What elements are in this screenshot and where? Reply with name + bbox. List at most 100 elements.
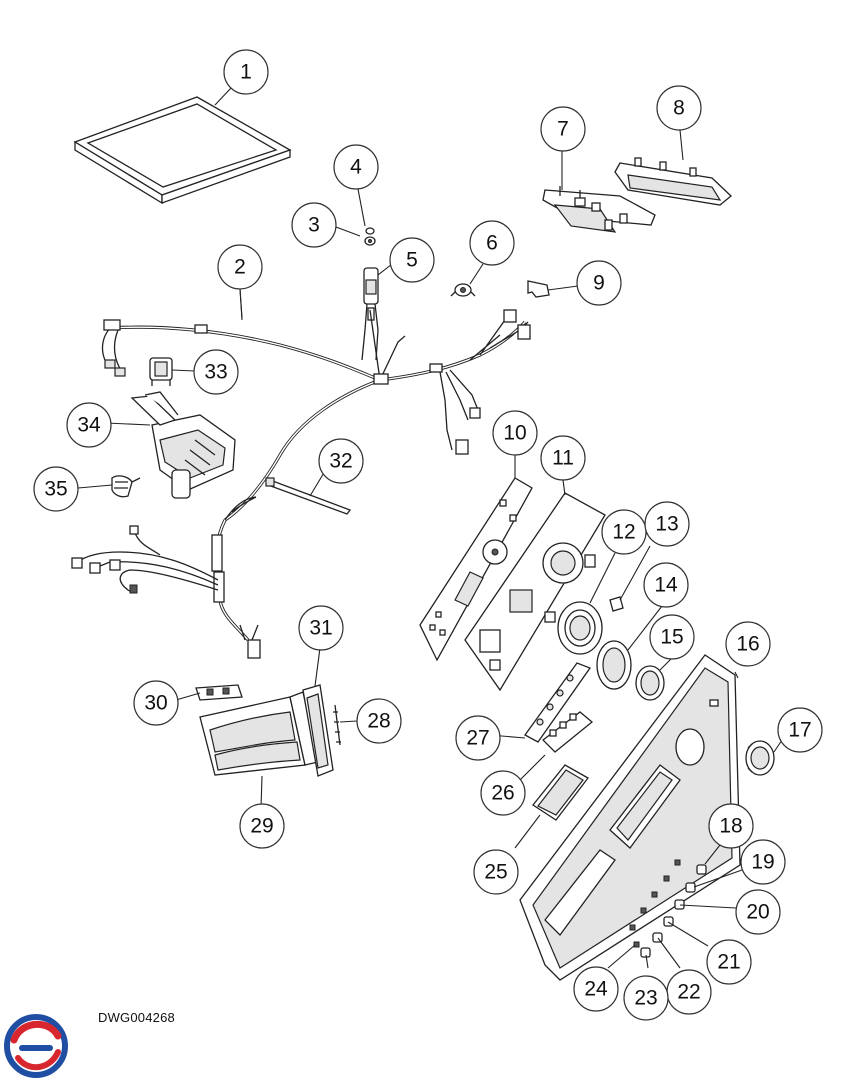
part-32-cable-tie — [265, 477, 352, 515]
svg-text:10: 10 — [503, 422, 526, 445]
callout-19: 19 — [740, 839, 786, 885]
callout-35: 35 — [33, 466, 79, 512]
callout-1: 1 — [223, 49, 269, 95]
svg-text:26: 26 — [491, 782, 514, 805]
part-31-drawer-front — [302, 684, 334, 777]
callout-28: 28 — [356, 698, 402, 744]
callout-7: 7 — [540, 106, 586, 152]
callout-14: 14 — [643, 562, 689, 608]
svg-text:6: 6 — [486, 232, 498, 255]
callout-27: 27 — [455, 715, 501, 761]
part-33-connector — [149, 357, 173, 386]
svg-text:5: 5 — [406, 249, 418, 272]
svg-text:24: 24 — [584, 978, 608, 1001]
svg-text:3: 3 — [308, 214, 320, 237]
leader-lines — [77, 87, 783, 969]
callout-5: 5 — [389, 237, 435, 283]
svg-text:17: 17 — [788, 719, 811, 742]
svg-text:28: 28 — [367, 710, 390, 733]
svg-text:21: 21 — [717, 951, 740, 974]
part-28-spring — [333, 704, 341, 746]
svg-text:33: 33 — [204, 361, 227, 384]
svg-text:14: 14 — [654, 574, 678, 597]
part-27-button-strip — [524, 662, 592, 743]
svg-text:25: 25 — [484, 861, 507, 884]
part-3-4-washers — [364, 227, 376, 246]
svg-text:31: 31 — [309, 617, 332, 640]
part-1-top-cover — [73, 96, 292, 205]
svg-text:30: 30 — [144, 692, 167, 715]
callout-24: 24 — [573, 966, 619, 1012]
callout-18: 18 — [708, 803, 754, 849]
part-5-sensor — [361, 267, 379, 361]
callout-21: 21 — [706, 939, 752, 985]
callout-4: 4 — [333, 144, 379, 190]
callout-34: 34 — [66, 402, 112, 448]
callout-23: 23 — [623, 975, 669, 1021]
svg-text:2: 2 — [234, 256, 246, 279]
part-30-latch — [195, 684, 243, 701]
svg-text:13: 13 — [655, 513, 678, 536]
svg-text:1: 1 — [240, 61, 252, 84]
svg-text:11: 11 — [552, 447, 574, 470]
svg-text:29: 29 — [250, 815, 273, 838]
svg-text:35: 35 — [44, 478, 67, 501]
callout-3: 3 — [291, 202, 337, 248]
callout-30: 30 — [133, 680, 179, 726]
callout-22: 22 — [666, 969, 712, 1015]
part-11-board-assembly — [464, 492, 606, 692]
callout-12: 12 — [601, 509, 647, 555]
callout-16: 16 — [725, 621, 771, 667]
callout-25: 25 — [473, 849, 519, 895]
part-16-control-panel — [519, 654, 741, 981]
svg-text:8: 8 — [673, 97, 685, 120]
callout-31: 31 — [298, 605, 344, 651]
svg-text:15: 15 — [660, 626, 683, 649]
part-9-connector — [527, 280, 550, 298]
parts-18-24-buttons — [629, 859, 707, 958]
svg-text:18: 18 — [719, 815, 742, 838]
svg-text:20: 20 — [746, 901, 769, 924]
callout-26: 26 — [480, 770, 526, 816]
part-13-chip — [609, 596, 624, 612]
part-6-clip — [450, 283, 476, 297]
svg-text:4: 4 — [350, 156, 362, 179]
callout-15: 15 — [649, 614, 695, 660]
part-29-dispenser-drawer — [199, 691, 319, 776]
svg-text:16: 16 — [736, 633, 759, 656]
svg-text:7: 7 — [557, 118, 569, 141]
svg-text:34: 34 — [77, 414, 101, 437]
part-10-control-board — [419, 477, 533, 662]
part-34-pump — [130, 391, 236, 499]
svg-text:32: 32 — [329, 450, 352, 473]
part-2-wire-harness — [71, 288, 531, 659]
brand-logo — [4, 1014, 68, 1078]
callout-2: 2 — [217, 244, 263, 290]
callout-17: 17 — [777, 707, 823, 753]
svg-text:19: 19 — [751, 851, 774, 874]
callout-33: 33 — [193, 349, 239, 395]
callout-8: 8 — [656, 85, 702, 131]
part-26-key-matrix — [542, 711, 594, 753]
svg-text:9: 9 — [593, 272, 605, 295]
svg-text:23: 23 — [634, 987, 657, 1010]
part-14-ring — [596, 640, 632, 690]
callout-6: 6 — [469, 220, 515, 266]
part-15-button — [635, 665, 665, 701]
callout-20: 20 — [735, 889, 781, 935]
callout-32: 32 — [318, 438, 364, 484]
part-8-panel-strip — [614, 157, 732, 206]
callout-10: 10 — [492, 410, 538, 456]
part-35-hose — [111, 475, 141, 498]
part-25-display-window — [532, 764, 589, 821]
part-12-encoder-ring — [557, 601, 603, 655]
part-17-knob — [745, 740, 775, 776]
svg-text:27: 27 — [466, 727, 489, 750]
part-7-module — [542, 186, 656, 233]
svg-text:22: 22 — [677, 981, 700, 1004]
callout-13: 13 — [644, 501, 690, 547]
svg-text:12: 12 — [612, 521, 635, 544]
drawing-code: DWG004268 — [98, 1010, 175, 1025]
callout-29: 29 — [239, 803, 285, 849]
